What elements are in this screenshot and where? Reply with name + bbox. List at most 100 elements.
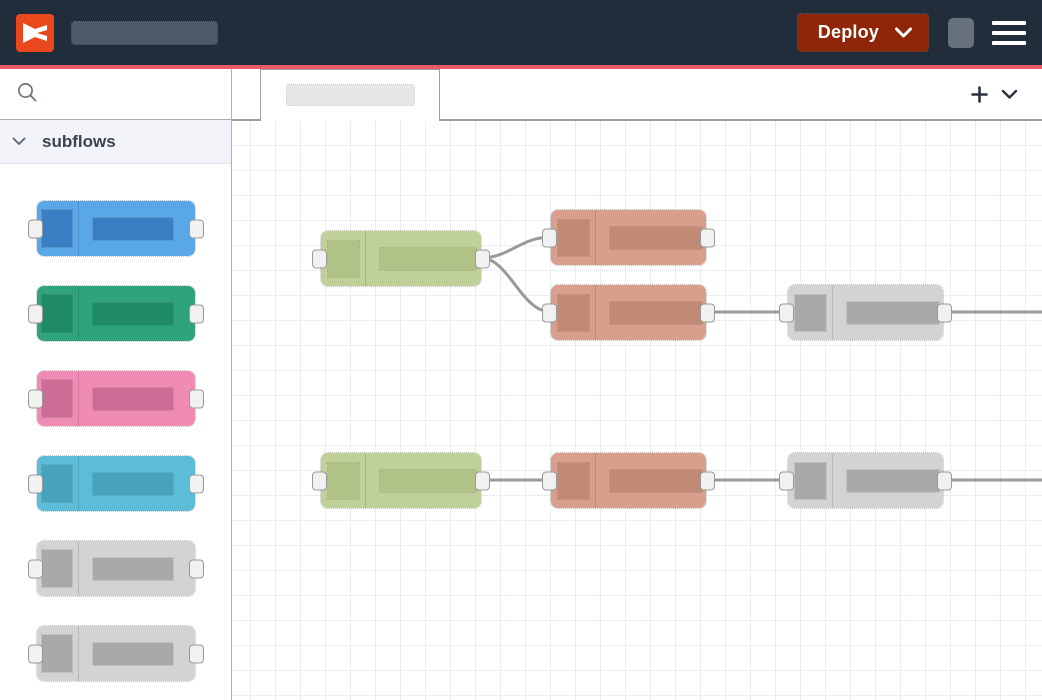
node-label-redacted (610, 302, 702, 324)
add-flow-tab-button[interactable] (964, 69, 994, 119)
palette-node-grey-2[interactable] (0, 611, 231, 696)
node-input-port[interactable] (28, 389, 43, 408)
flow-tab-1[interactable] (260, 69, 440, 119)
node-icon-cell (321, 453, 366, 508)
node-icon-redacted (795, 295, 826, 331)
flow-node-green-2[interactable] (321, 453, 481, 508)
node-icon-cell (551, 453, 596, 508)
node-input-port[interactable] (779, 471, 794, 490)
node-output-port[interactable] (189, 644, 204, 663)
node-output-port[interactable] (700, 228, 715, 247)
flow-node-salmon-1[interactable] (551, 210, 706, 265)
node-label-cell (596, 285, 706, 340)
deploy-button[interactable]: Deploy (798, 14, 928, 51)
node-input-port[interactable] (542, 228, 557, 247)
node-input-port[interactable] (312, 471, 327, 490)
node-label-cell (833, 453, 943, 508)
node-icon-redacted (795, 463, 826, 499)
palette-node-grey-1[interactable] (0, 526, 231, 611)
node-icon-redacted (42, 380, 72, 417)
palette-node[interactable] (37, 626, 195, 681)
node-icon-redacted (42, 550, 72, 587)
flow-node-grey-1[interactable] (788, 285, 943, 340)
flow-node-grey-2[interactable] (788, 453, 943, 508)
node-output-port[interactable] (700, 303, 715, 322)
node-icon-cell (37, 371, 79, 426)
node-output-port[interactable] (937, 471, 952, 490)
palette-node-pink[interactable] (0, 356, 231, 441)
palette-node[interactable] (37, 201, 195, 256)
wire-green1-to-salmon1[interactable] (481, 237, 551, 258)
palette-node-list (0, 164, 231, 696)
node-icon-cell (321, 231, 366, 286)
palette-node[interactable] (37, 541, 195, 596)
node-output-port[interactable] (189, 389, 204, 408)
node-icon-cell (551, 285, 596, 340)
flow-node-salmon-2[interactable] (551, 285, 706, 340)
node-input-port[interactable] (542, 471, 557, 490)
node-output-port[interactable] (189, 474, 204, 493)
node-input-port[interactable] (28, 644, 43, 663)
flow-node-green-1[interactable] (321, 231, 481, 286)
node-label-cell (79, 541, 195, 596)
node-output-port[interactable] (700, 471, 715, 490)
node-output-port[interactable] (475, 471, 490, 490)
node-label-redacted (93, 218, 173, 240)
node-icon-cell (788, 453, 833, 508)
node-input-port[interactable] (779, 303, 794, 322)
palette-node-green[interactable] (0, 271, 231, 356)
palette-category-label: subflows (42, 132, 116, 152)
node-icon-cell (37, 286, 79, 341)
node-icon-redacted (42, 635, 72, 672)
hamburger-bar (992, 31, 1026, 35)
node-output-port[interactable] (189, 304, 204, 323)
palette-search-row[interactable] (0, 69, 231, 120)
node-input-port[interactable] (28, 304, 43, 323)
node-label-cell (833, 285, 943, 340)
node-label-redacted (610, 470, 702, 492)
node-icon-redacted (42, 210, 72, 247)
flow-node-salmon-3[interactable] (551, 453, 706, 508)
node-icon-cell (551, 210, 596, 265)
node-output-port[interactable] (475, 249, 490, 268)
node-input-port[interactable] (312, 249, 327, 268)
node-label-redacted (93, 388, 173, 410)
palette-node[interactable] (37, 456, 195, 511)
node-output-port[interactable] (937, 303, 952, 322)
node-red-logo-icon[interactable] (16, 14, 54, 52)
flow-canvas[interactable] (233, 121, 1042, 700)
palette-node-blue[interactable] (0, 186, 231, 271)
node-label-cell (366, 453, 481, 508)
node-icon-redacted (42, 465, 72, 502)
node-input-port[interactable] (542, 303, 557, 322)
flow-tab-label-redacted (287, 85, 414, 105)
node-input-port[interactable] (28, 474, 43, 493)
node-icon-redacted (328, 463, 359, 499)
chevron-down-icon[interactable] (895, 27, 912, 38)
node-output-port[interactable] (189, 219, 204, 238)
flow-tab-menu-button[interactable] (994, 69, 1024, 119)
palette-search-input[interactable] (38, 86, 231, 102)
wire-layer (233, 121, 1042, 700)
node-icon-cell (37, 201, 79, 256)
palette-node-cyan[interactable] (0, 441, 231, 526)
palette-category-subflows[interactable]: subflows (0, 120, 231, 164)
palette-node[interactable] (37, 371, 195, 426)
node-icon-cell (788, 285, 833, 340)
node-label-cell (79, 626, 195, 681)
palette-node[interactable] (37, 286, 195, 341)
wire-green1-to-salmon2[interactable] (481, 258, 551, 312)
chevron-down-icon[interactable] (12, 133, 26, 151)
node-output-port[interactable] (189, 559, 204, 578)
hamburger-menu-icon[interactable] (992, 18, 1026, 48)
node-label-redacted (380, 470, 476, 492)
user-avatar-placeholder[interactable] (948, 18, 974, 48)
node-label-redacted (847, 302, 939, 324)
flow-tabbar (232, 69, 1042, 121)
node-input-port[interactable] (28, 219, 43, 238)
node-icon-cell (37, 626, 79, 681)
node-label-redacted (93, 303, 173, 325)
node-input-port[interactable] (28, 559, 43, 578)
search-icon[interactable] (16, 81, 38, 108)
node-label-cell (79, 456, 195, 511)
